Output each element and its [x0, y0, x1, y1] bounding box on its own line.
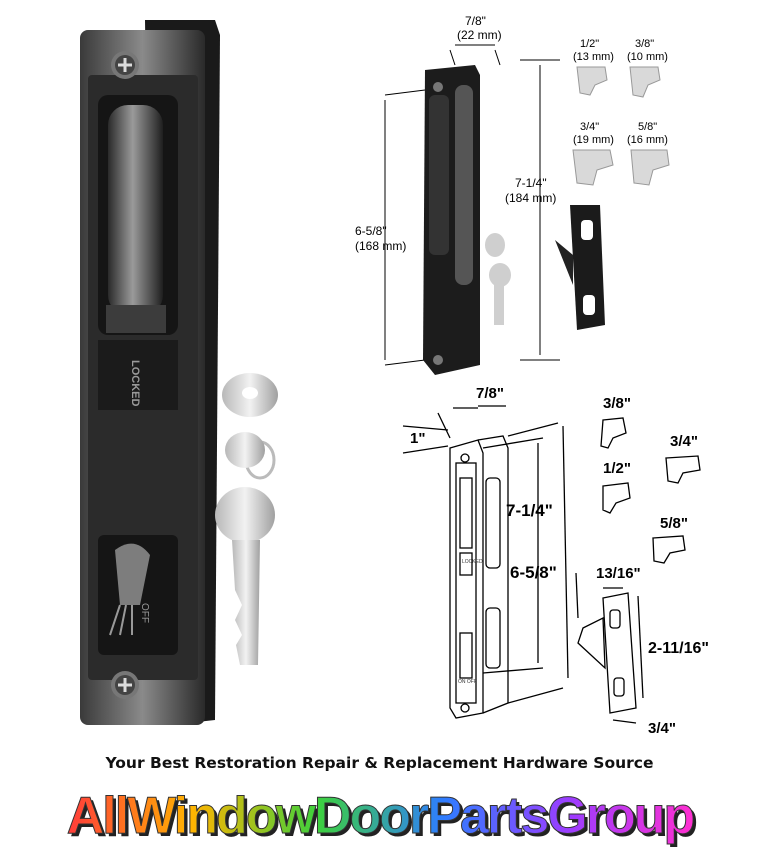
draw-hook-4: 5/8" [660, 515, 688, 532]
bottom-screw-icon [111, 671, 139, 699]
hook-1-metric: (13 mm) [573, 51, 614, 63]
draw-hook-2: 3/4" [670, 433, 698, 450]
draw-on-off-label: ON OFF [458, 679, 477, 685]
photo-width-dim: 7/8" [465, 14, 486, 28]
brand-name-shadow: AllWindowDoorPartsGroup [70, 790, 697, 848]
draw-hook-1: 3/8" [603, 395, 631, 412]
hook-3-size: 3/4" [580, 121, 599, 133]
keeper-photo [570, 205, 605, 330]
photo-height-dim: 7-1/4" [515, 176, 547, 190]
product-photo: LOCKED OFF [80, 20, 278, 725]
draw-height-dim: 7-1/4" [506, 501, 553, 520]
photo-spacing-metric: (168 mm) [355, 239, 406, 253]
off-label: OFF [139, 603, 150, 623]
hook-1-size: 1/2" [580, 38, 599, 50]
hook-4-metric: (16 mm) [627, 134, 668, 146]
hook-2-metric: (10 mm) [627, 51, 668, 63]
hook-3-metric: (19 mm) [573, 134, 614, 146]
draw-keeper-height: 2-11/16" [648, 640, 709, 657]
hook-photo-2 [629, 66, 661, 98]
tagline: Your Best Restoration Repair & Replaceme… [105, 754, 654, 772]
draw-spacing-dim: 6-5/8" [510, 563, 557, 582]
line-drawing-diagram: 7/8" 1" 7-1/4" 6-5/8" 3/8" 3/4" 1/2" 5/8… [402, 385, 709, 737]
brand-logo: AllWindowDoorPartsGroup AllWindowDoorPar… [66, 787, 698, 849]
hook-photo-1 [576, 66, 608, 96]
hook-photo-3 [572, 149, 614, 186]
draw-hook-3: 1/2" [603, 460, 631, 477]
keys-icon [215, 373, 278, 665]
draw-keeper-width: 13/16" [596, 565, 641, 582]
photo-spacing-dim: 6-5/8" [355, 224, 387, 238]
draw-keeper-depth: 3/4" [648, 720, 676, 737]
hook-2-size: 3/8" [635, 38, 654, 50]
draw-width-dim: 7/8" [476, 385, 504, 402]
draw-depth-dim: 1" [410, 430, 425, 447]
brand-name: AllWindowDoorPartsGroup [67, 787, 694, 845]
top-screw-icon [111, 51, 139, 79]
hook-4-size: 5/8" [638, 121, 657, 133]
locked-label: LOCKED [129, 360, 141, 407]
lock-lever[interactable] [115, 543, 150, 605]
hook-photo-4 [630, 149, 670, 186]
photo-height-metric: (184 mm) [505, 191, 556, 205]
photo-width-metric: (22 mm) [457, 28, 502, 42]
spec-photo-diagram: 7/8" (22 mm) 7-1/4" (184 mm) 6-5/8" (168… [355, 14, 670, 375]
draw-locked-label: LOCKED [462, 559, 483, 565]
pull-handle[interactable] [108, 105, 163, 315]
